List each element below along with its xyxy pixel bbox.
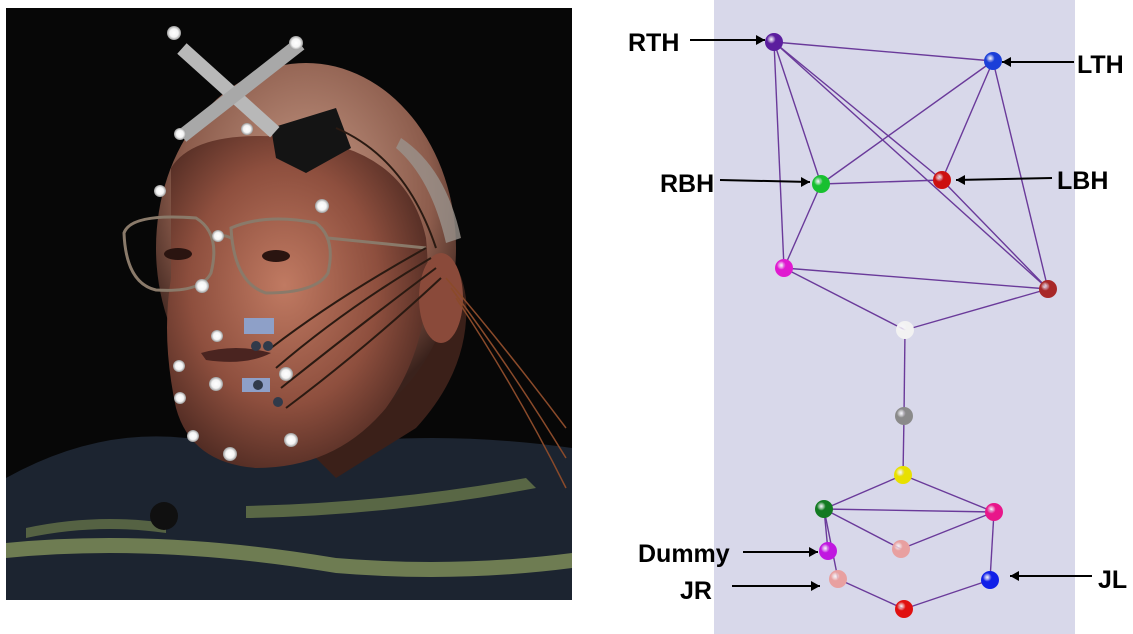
marker-grey	[895, 407, 913, 425]
marker-labels: RTH LTH RBH LBH Dummy JR JL	[628, 29, 1127, 605]
label-rbh: RBH	[660, 170, 714, 198]
connection-magenta_left-white	[783, 267, 906, 331]
connection-dark_green-light_pink_center	[823, 508, 902, 550]
connection-lth-dark_red_right	[992, 60, 1049, 290]
arrowhead-lbh	[956, 175, 965, 185]
connection-dark_red_right-white	[904, 288, 1049, 331]
label-arrows	[690, 35, 1092, 591]
connection-rth-lbh	[773, 41, 943, 181]
connection-rth-lth	[773, 41, 994, 62]
label-jr: JR	[680, 577, 712, 605]
markers	[765, 33, 1057, 618]
label-lth: LTH	[1077, 51, 1124, 79]
marker-white	[896, 321, 914, 339]
marker-layout-panel	[714, 0, 1075, 634]
connection-rth-magenta_left	[773, 41, 785, 269]
arrowhead-rth	[756, 35, 765, 45]
label-jl: JL	[1098, 566, 1127, 594]
marker-dark-green	[815, 500, 833, 518]
mouth-sensors	[242, 318, 283, 407]
marker-lth	[984, 52, 1002, 70]
connection-pink_right-light_pink_center	[900, 511, 995, 550]
marker-light-pink-center	[892, 540, 910, 558]
shirt	[6, 436, 572, 600]
arrow-lbh	[955, 177, 1053, 181]
marker-dummy	[819, 542, 837, 560]
marker-magenta-left	[775, 259, 793, 277]
arrowhead-rbh	[801, 177, 810, 187]
marker-connections	[773, 41, 1049, 610]
face	[167, 136, 428, 468]
marker-red-bottom	[895, 600, 913, 618]
connection-grey-yellow	[902, 415, 905, 476]
marker-pink-right	[985, 503, 1003, 521]
motion-capture-photo	[6, 8, 572, 600]
connection-rbh-magenta_left	[783, 183, 822, 269]
marker-jr	[829, 570, 847, 588]
marker-dark-red-right	[1039, 280, 1057, 298]
connection-rth-dark_red_right	[773, 41, 1049, 290]
connection-lth-lbh	[941, 60, 994, 181]
sensor-tape	[271, 108, 351, 173]
reflective-markers	[154, 26, 329, 461]
connection-lth-rbh	[820, 60, 994, 185]
arrowhead-lth	[1002, 57, 1011, 67]
arrowhead-jr	[811, 581, 820, 591]
arrowhead-dummy	[809, 547, 818, 557]
connection-magenta_left-dark_red_right	[783, 267, 1049, 290]
connection-rbh-lbh	[820, 179, 943, 185]
connection-white-grey	[903, 329, 906, 417]
connection-lbh-dark_red_right	[941, 179, 1049, 290]
marker-rth	[765, 33, 783, 51]
connection-jl-red_bottom	[903, 579, 991, 610]
head-reference-frame	[177, 38, 305, 142]
label-rth: RTH	[628, 29, 679, 57]
sensor-wires	[270, 127, 442, 409]
connection-dark_green-pink_right	[823, 508, 995, 513]
connection-rth-rbh	[773, 41, 822, 185]
marker-lbh	[933, 171, 951, 189]
label-lbh: LBH	[1057, 167, 1108, 195]
microphone	[150, 502, 178, 530]
connection-yellow-pink_right	[902, 474, 995, 513]
connection-pink_right-jl	[989, 511, 995, 581]
connection-jr-red_bottom	[837, 578, 905, 610]
marker-yellow	[894, 466, 912, 484]
marker-jl	[981, 571, 999, 589]
arrowhead-jl	[1010, 571, 1019, 581]
label-dummy: Dummy	[638, 540, 730, 568]
connection-yellow-dark_green	[823, 474, 904, 510]
arrow-rbh	[719, 179, 811, 183]
marker-rbh	[812, 175, 830, 193]
subject-photo-illustration	[6, 8, 572, 600]
